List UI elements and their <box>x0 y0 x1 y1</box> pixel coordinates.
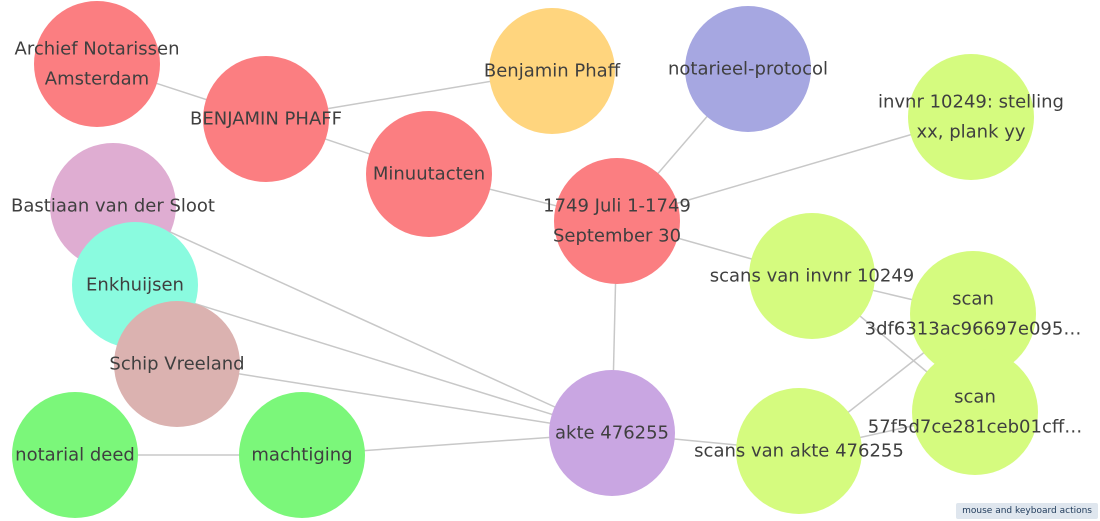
node-circle[interactable] <box>34 1 160 127</box>
node-circle[interactable] <box>366 111 492 237</box>
mouse-and-keyboard-actions-link[interactable]: mouse and keyboard actions <box>956 503 1098 519</box>
node-circle[interactable] <box>736 388 862 514</box>
node-label: Enkhuijsen <box>86 275 184 296</box>
node-label: xx, plank yy <box>916 122 1025 143</box>
edge-akte-bastiaan <box>112 205 613 434</box>
node-label: scan <box>954 387 996 408</box>
node-circle[interactable] <box>910 251 1036 377</box>
edge-akte-schip <box>176 363 613 434</box>
node-invnr[interactable]: invnr 10249: stelling xx, plank yy <box>878 54 1064 180</box>
node-benjamin[interactable]: Benjamin Phaff <box>484 8 621 134</box>
node-circle[interactable] <box>549 370 675 496</box>
node-circle[interactable] <box>114 301 240 427</box>
node-benjamin-upper[interactable]: BENJAMIN PHAFF <box>190 56 342 182</box>
node-circle[interactable] <box>489 8 615 134</box>
node-label: akte 476255 <box>555 423 669 444</box>
node-scans-akte[interactable]: scans van akte 476255 <box>694 388 904 514</box>
node-minuutacten[interactable]: Minuutacten <box>366 111 492 237</box>
node-label: Amsterdam <box>45 69 149 90</box>
node-label: invnr 10249: stelling <box>878 92 1064 113</box>
node-machtiging[interactable]: machtiging <box>239 392 365 518</box>
node-label: 57f5d7ce281ceb01cff… <box>868 417 1083 438</box>
node-label: scans van akte 476255 <box>694 441 904 462</box>
node-label: 3df6313ac96697e095… <box>865 319 1082 340</box>
node-label: September 30 <box>553 226 681 247</box>
node-label: BENJAMIN PHAFF <box>190 109 342 130</box>
node-circle[interactable] <box>554 158 680 284</box>
node-label: Archief Notarissen <box>15 39 180 60</box>
node-label: machtiging <box>251 445 352 466</box>
node-label: notarieel-protocol <box>668 59 828 80</box>
node-circle[interactable] <box>12 392 138 518</box>
node-circle[interactable] <box>685 6 811 132</box>
node-protocol[interactable]: notarieel-protocol <box>668 6 828 132</box>
node-circle[interactable] <box>749 213 875 339</box>
node-label: Bastiaan van der Sloot <box>11 196 215 217</box>
node-label: scans van invnr 10249 <box>710 266 914 287</box>
node-circle[interactable] <box>239 392 365 518</box>
node-label: Schip Vreeland <box>109 354 244 375</box>
node-notarial[interactable]: notarial deed <box>12 392 138 518</box>
node-label: scan <box>952 289 994 310</box>
node-label: 1749 Juli 1-1749 <box>543 196 691 217</box>
node-scan1[interactable]: scan 3df6313ac96697e095… <box>865 251 1082 377</box>
node-scans-invnr[interactable]: scans van invnr 10249 <box>710 213 914 339</box>
node-label: Benjamin Phaff <box>484 61 621 82</box>
node-circle[interactable] <box>203 56 329 182</box>
node-scan2[interactable]: scan 57f5d7ce281ceb01cff… <box>868 349 1083 475</box>
node-label: notarial deed <box>15 445 135 466</box>
node-label: Minuutacten <box>373 164 485 185</box>
node-schip[interactable]: Schip Vreeland <box>109 301 245 427</box>
node-circle[interactable] <box>912 349 1038 475</box>
node-akte[interactable]: akte 476255 <box>549 370 675 496</box>
node-circle[interactable] <box>908 54 1034 180</box>
edge-akte-enkhuijsen <box>134 284 613 434</box>
